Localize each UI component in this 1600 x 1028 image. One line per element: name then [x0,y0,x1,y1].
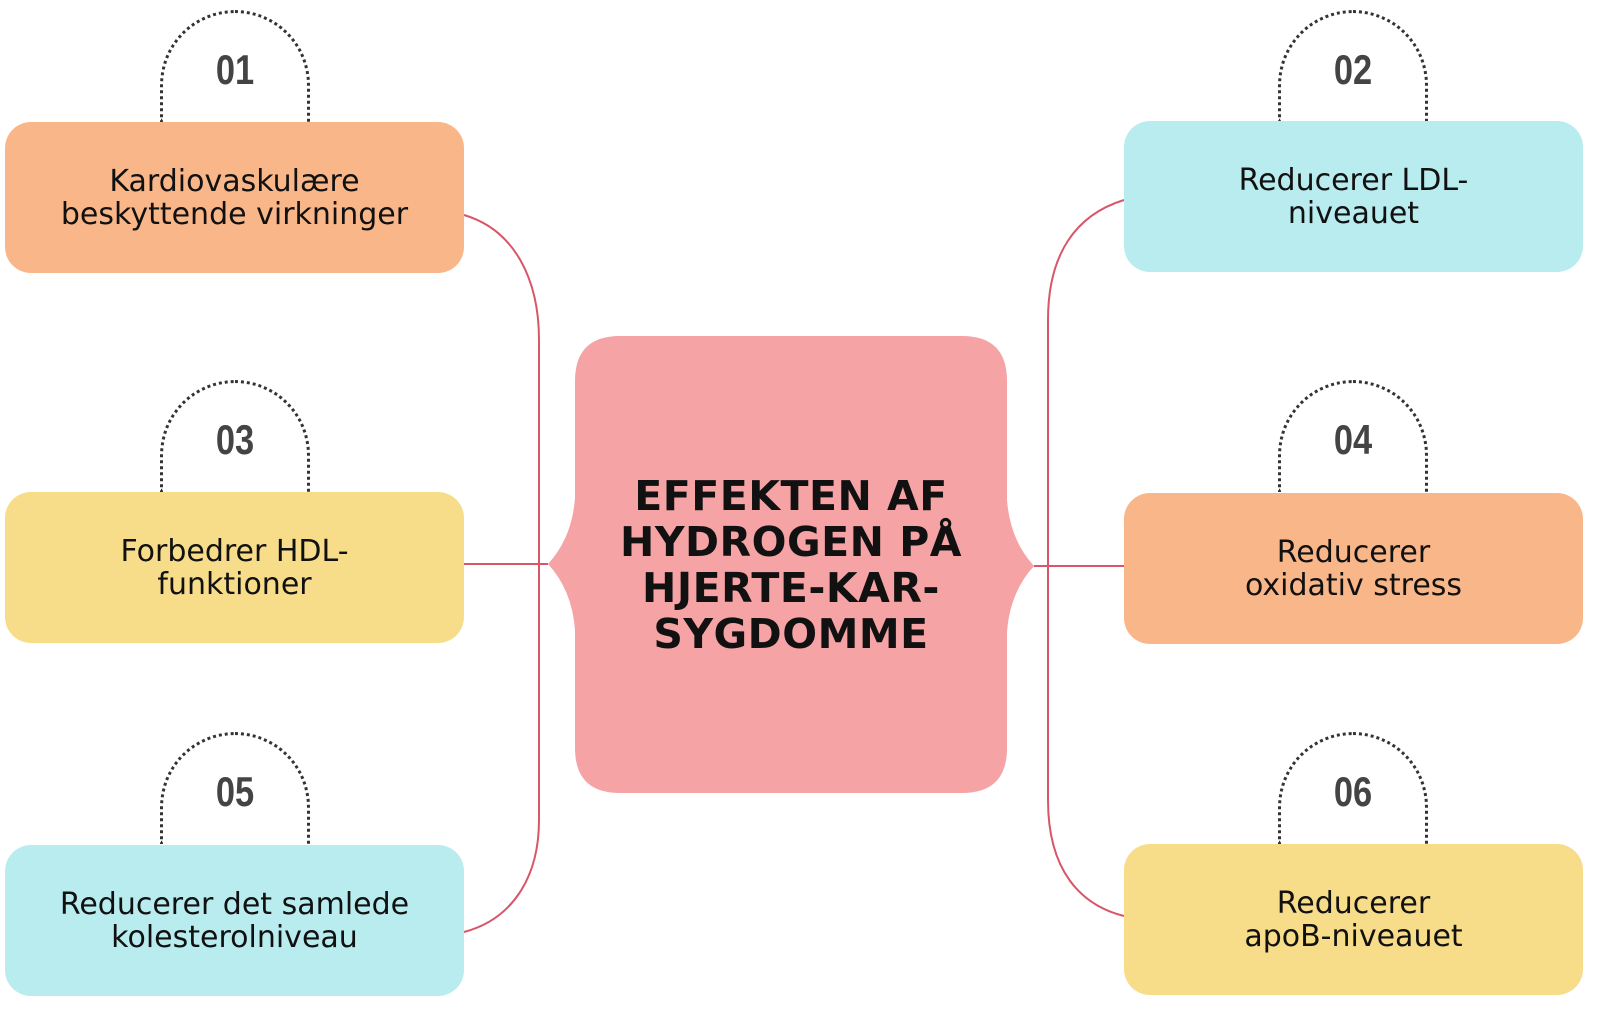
node-text: kolesterolniveau [111,919,358,955]
center-title-line: EFFEKTEN AF [634,471,948,520]
node-number: 03 [215,416,255,463]
center-title-line: HJERTE-KAR- [642,563,940,612]
node-text: apoB-niveauet [1244,918,1463,954]
node-number: 06 [1333,768,1373,815]
node-text: Reducerer det samlede [59,886,410,922]
node-text: Kardiovaskulære [109,163,360,199]
node-text: beskyttende virkninger [60,196,409,232]
center-title-line: HYDROGEN PÅ [620,517,962,566]
node-text: Forbedrer HDL- [120,533,349,569]
node-number: 02 [1333,46,1373,93]
center-title-line: SYGDOMME [653,609,929,658]
node-improves-hdl: Forbedrer HDL-funktioner [5,492,464,643]
node-number: 05 [215,768,255,815]
node-text: Reducerer [1276,534,1431,570]
node-text: Reducerer LDL- [1238,162,1469,198]
node-number: 04 [1333,416,1373,463]
connector-right-top [1047,199,1125,566]
node-text: Reducerer [1276,885,1431,921]
node-text: funktioner [157,566,312,602]
node-reduces-ldl: Reducerer LDL-niveauet [1124,121,1583,272]
node-text: niveauet [1287,195,1420,231]
connector-right-bottom [1047,566,1125,917]
center-hub [548,336,1034,793]
connector-left-bottom [463,564,540,933]
connector-left-top [463,214,540,564]
center-title: EFFEKTEN AF HYDROGEN PÅ HJERTE-KAR- SYGD… [575,336,1007,793]
node-text: oxidativ stress [1244,567,1463,603]
node-number: 01 [215,46,255,93]
